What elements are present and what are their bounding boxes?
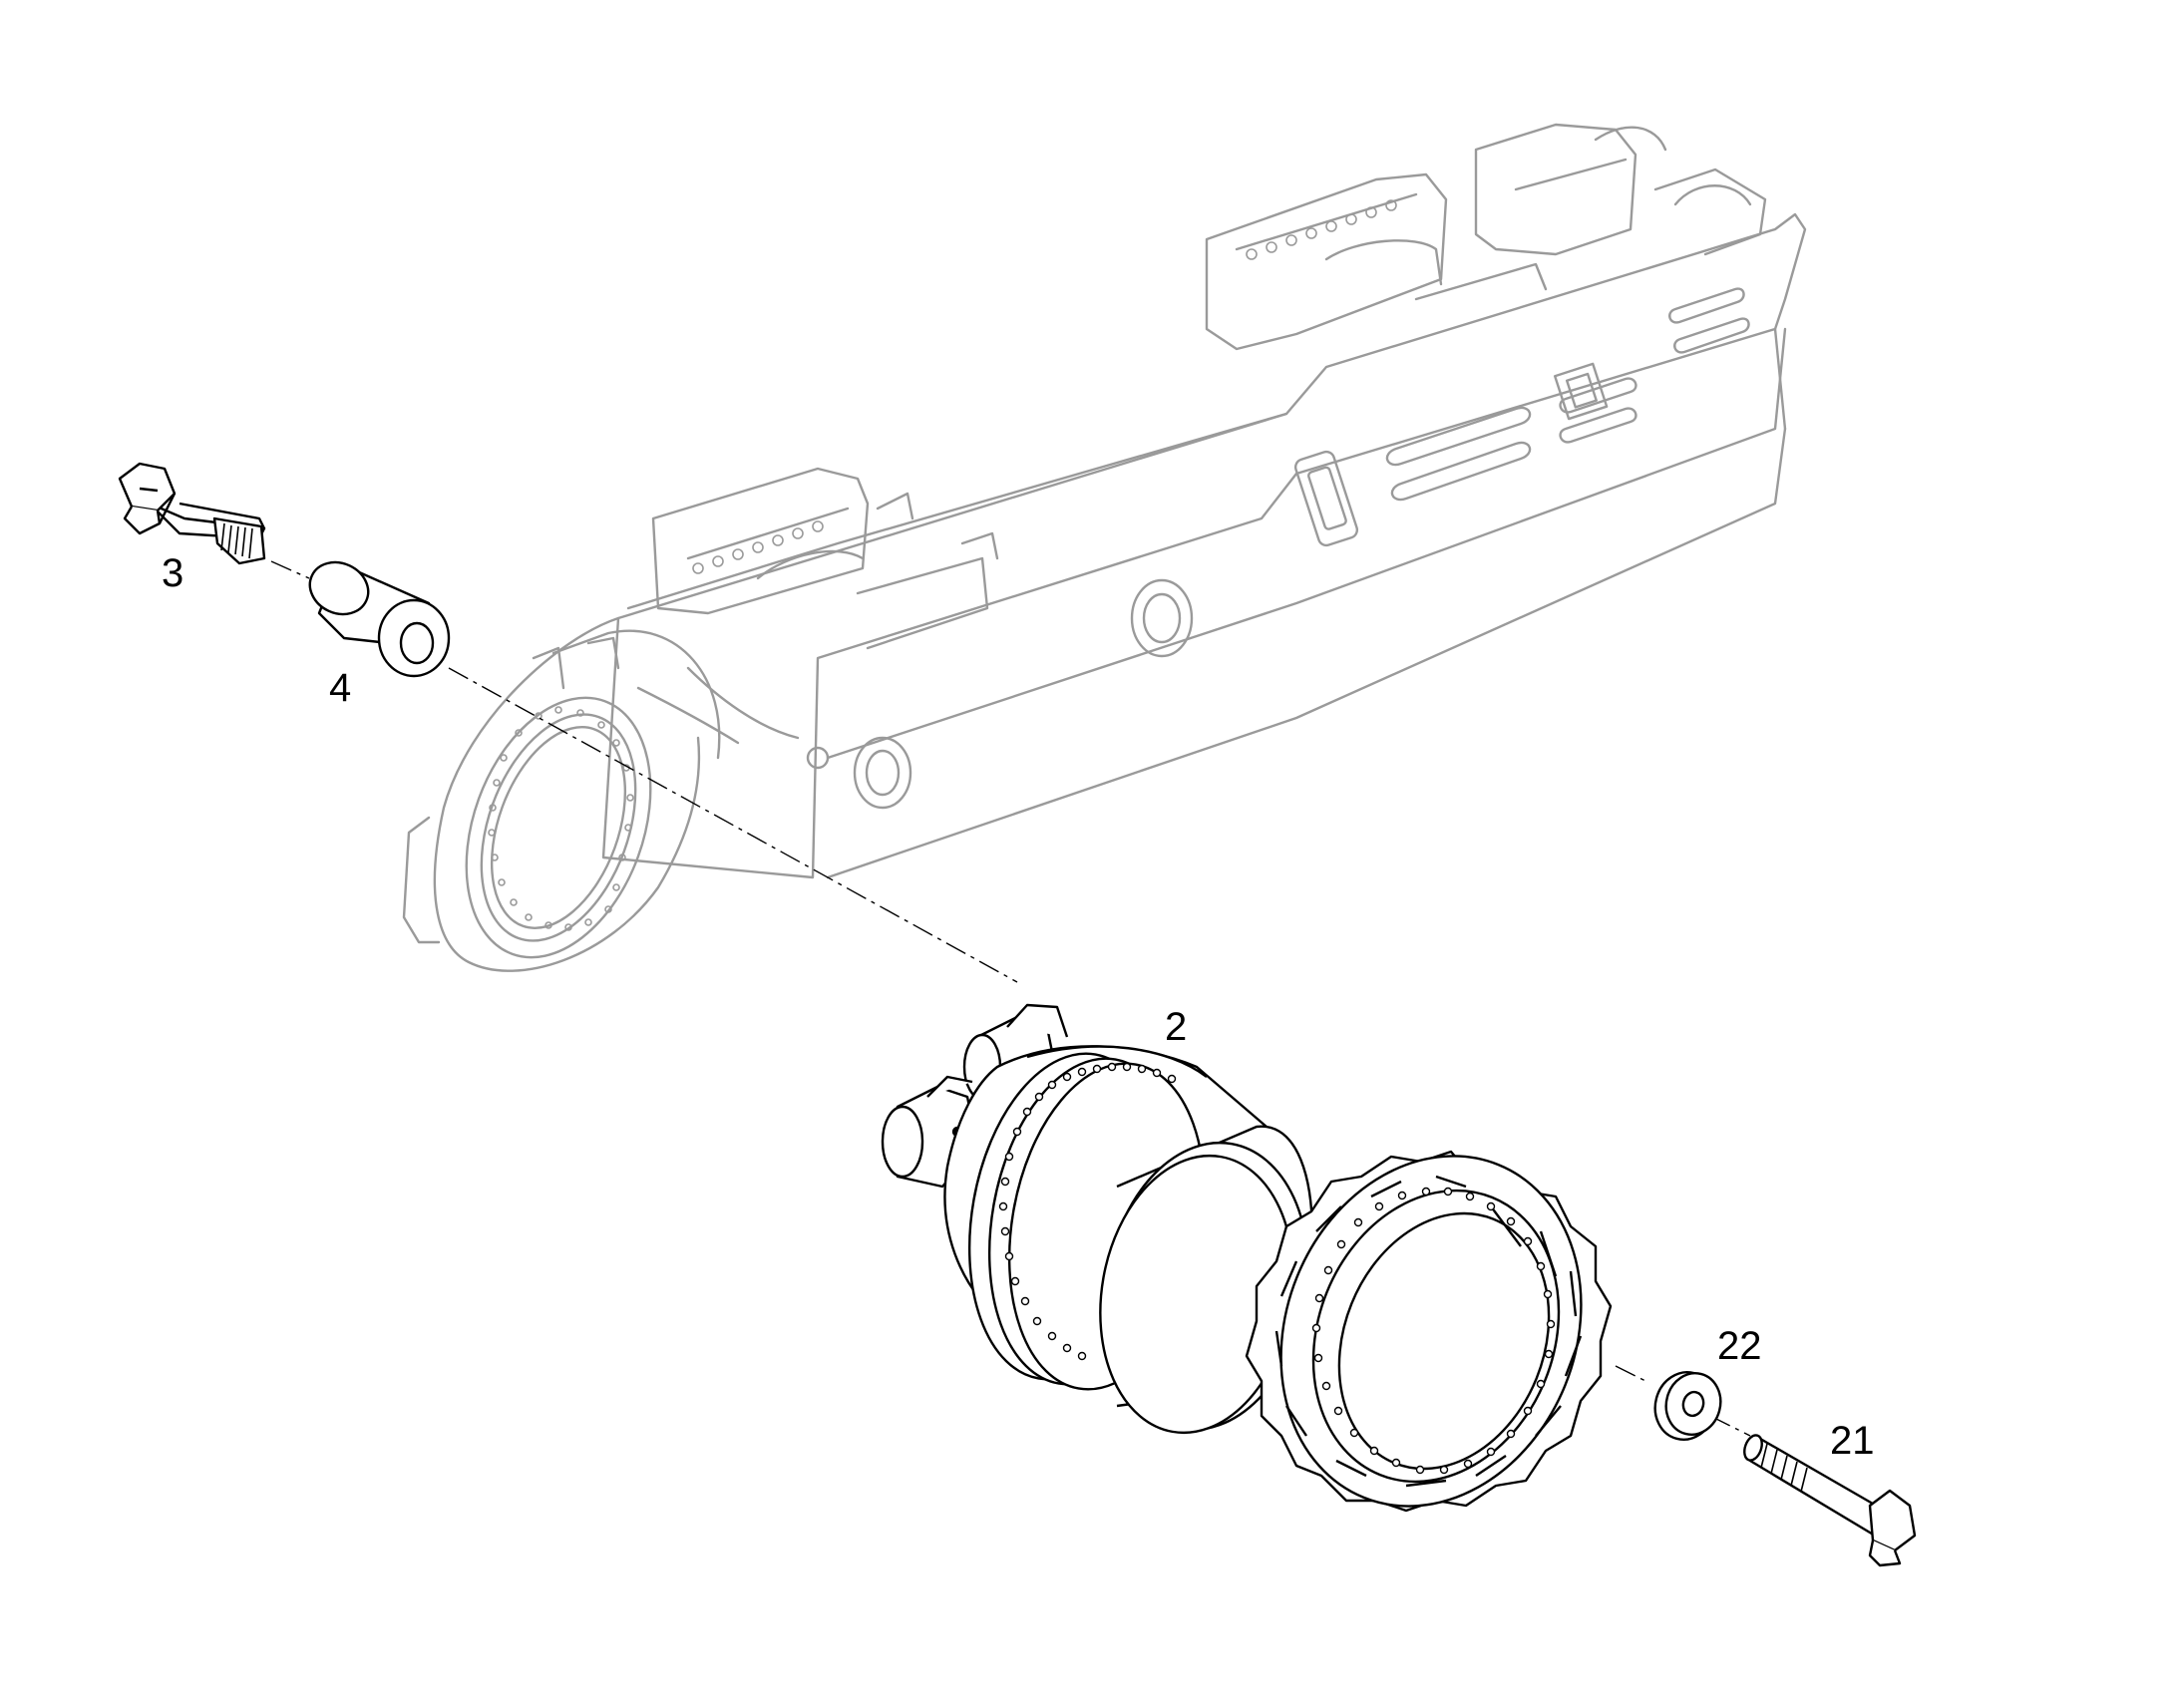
track-frame bbox=[402, 123, 1807, 972]
bolt-part-3 bbox=[118, 462, 266, 565]
frame-bolt-row bbox=[692, 199, 1397, 574]
spacer-part-4 bbox=[308, 560, 451, 678]
travel-drive-part-2 bbox=[881, 1003, 1313, 1435]
drive-bolt-circle bbox=[998, 1062, 1177, 1361]
sprocket-bolt-holes bbox=[1311, 1187, 1556, 1475]
callout-22: 22 bbox=[1717, 1324, 1762, 1368]
callout-4: 4 bbox=[329, 666, 352, 710]
sprocket bbox=[1245, 1150, 1613, 1513]
callout-21: 21 bbox=[1830, 1419, 1875, 1463]
callout-3: 3 bbox=[162, 551, 184, 595]
callout-2: 2 bbox=[1165, 1005, 1188, 1049]
bolt-part-21 bbox=[1743, 1434, 1917, 1567]
ring-bolt-holes bbox=[488, 706, 634, 931]
washer-part-22 bbox=[1653, 1371, 1722, 1441]
